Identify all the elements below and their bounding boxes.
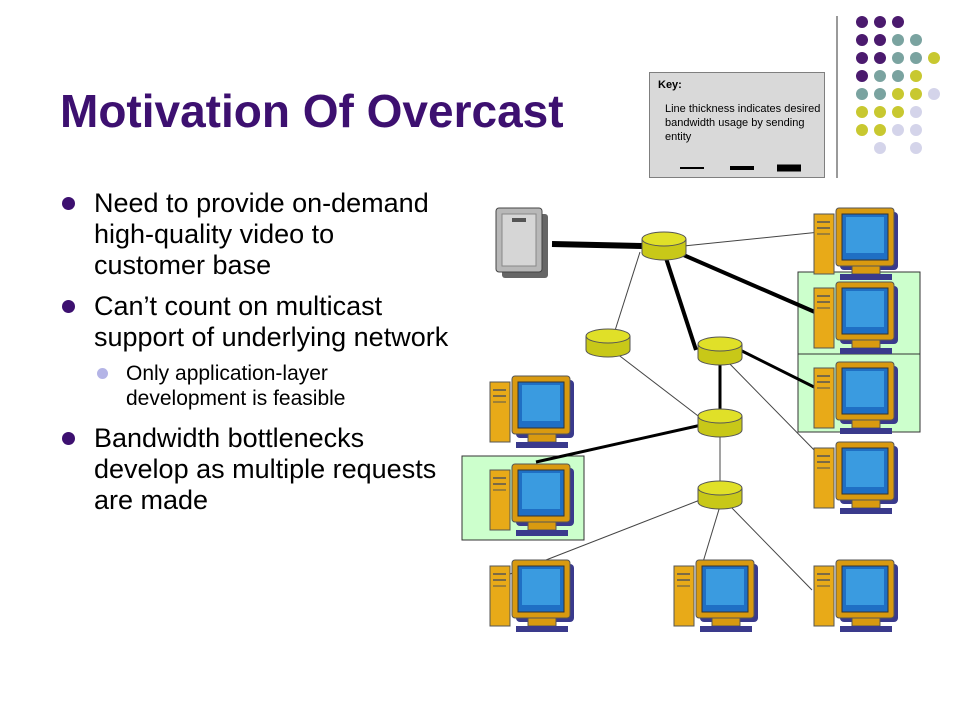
desktop-computer-icon [489,559,575,633]
router-node-icon [585,328,631,358]
bullet-item: Can’t count on multicast support of unde… [60,291,450,353]
router-node-icon [641,231,687,261]
slide-title: Motivation Of Overcast [60,85,564,137]
desktop-computer-icon [813,361,899,435]
router-node-icon [697,408,743,438]
desktop-computer-icon [813,559,899,633]
divider-line [836,16,838,178]
desktop-computer-icon [813,281,899,355]
desktop-computer-icon [489,463,575,537]
decorative-dot-grid [856,16,940,154]
key-line-samples [680,164,801,172]
desktop-computer-icon [489,375,575,449]
key-label: Key: [658,79,682,91]
server-icon [495,207,548,278]
bullet-item: Bandwidth bottlenecks develop as multipl… [60,423,450,516]
router-node-icon [697,480,743,510]
thick-links [551,241,825,414]
sub-bullet-item: Only application-layer development is fe… [94,361,450,411]
desktop-computer-icon [813,441,899,515]
key-description: Line thickness indicates desired bandwid… [665,103,821,143]
desktop-computer-icon [673,559,759,633]
desktop-computer-icon [813,207,899,281]
bullet-item: Need to provide on-demand high-quality v… [60,188,450,281]
bullet-list: Need to provide on-demand high-quality v… [60,188,450,526]
key-legend: Key: Line thickness indicates desired ba… [649,72,825,178]
router-node-icon [697,336,743,366]
